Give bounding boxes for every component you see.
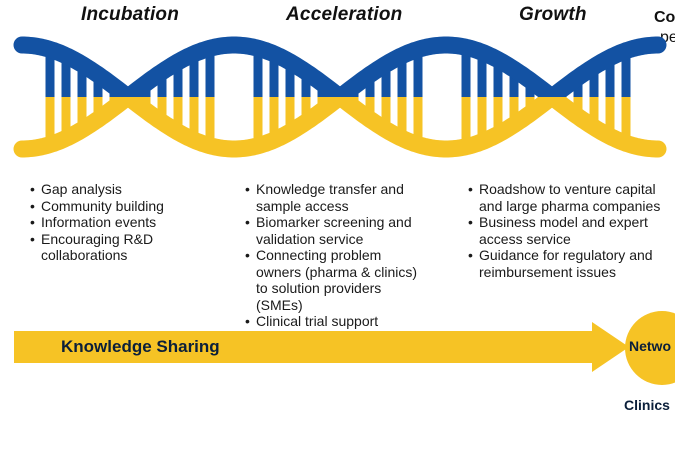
helix-rung-top xyxy=(157,71,167,97)
helix-rung-top xyxy=(45,49,55,97)
helix-rung-top xyxy=(381,64,391,97)
list-item: Knowledge transfer and sample access xyxy=(245,181,416,214)
list-item: Information events xyxy=(30,214,210,231)
list-item: Business model and expert access service xyxy=(468,214,654,247)
helix-rung-top xyxy=(205,48,215,97)
helix-rung-bottom xyxy=(589,97,599,128)
helix-rung-bottom xyxy=(157,97,167,123)
helix-rung-bottom xyxy=(365,97,375,120)
helix-rung-bottom xyxy=(285,97,295,133)
helix-rung-bottom xyxy=(413,97,423,145)
helix-rung-top xyxy=(365,74,375,97)
stage-title-growth: Growth xyxy=(519,4,587,25)
list-item: Clinical trial support xyxy=(245,313,425,330)
list-item: Community building xyxy=(30,198,210,215)
helix-rung-bottom xyxy=(61,97,71,139)
helix-rung-bottom xyxy=(397,97,407,139)
helix-rung-top xyxy=(461,47,471,97)
helix-rung-bottom xyxy=(205,97,215,146)
helix-rung-bottom xyxy=(189,97,199,141)
helix-rung-top xyxy=(621,50,631,97)
helix-rung-bottom xyxy=(77,97,87,130)
helix-rung-bottom xyxy=(93,97,103,120)
list-item: Encouraging R&D collaborations xyxy=(30,231,171,264)
growth-bullets: Roadshow to venture capital and large ph… xyxy=(468,181,673,280)
helix-strand-yellow xyxy=(13,36,667,158)
helix-rung-bottom xyxy=(269,97,279,141)
stage-title-acceleration: Acceleration xyxy=(286,4,403,25)
helix-rung-bottom xyxy=(461,97,471,147)
helix-rung-bottom xyxy=(509,97,519,125)
incubation-bullets: Gap analysis Community building Informat… xyxy=(30,181,210,264)
list-item: Connecting problem owners (pharma & clin… xyxy=(245,247,421,313)
helix-rung-top xyxy=(509,69,519,97)
helix-rung-top xyxy=(285,61,295,97)
list-item: Biomarker screening and validation servi… xyxy=(245,214,416,247)
helix-rung-top xyxy=(77,64,87,97)
helix-rung-top xyxy=(477,52,487,97)
helix-rung-top xyxy=(253,48,263,97)
helix-rung-top xyxy=(589,66,599,97)
cutoff-heading: Co xyxy=(654,9,675,26)
stage-title-incubation: Incubation xyxy=(81,4,180,25)
dna-helix xyxy=(13,36,667,158)
knowledge-sharing-arrow xyxy=(14,322,629,372)
helix-rung-top xyxy=(61,55,71,97)
helix-rung-top xyxy=(413,49,423,97)
helix-rung-bottom xyxy=(173,97,183,133)
helix-rung-bottom xyxy=(45,97,55,145)
helix-rung-top xyxy=(189,53,199,97)
helix-rung-top xyxy=(301,71,311,97)
helix-rung-bottom xyxy=(301,97,311,123)
helix-rung-bottom xyxy=(381,97,391,130)
helix-rung-bottom xyxy=(605,97,615,137)
helix-rung-top xyxy=(397,55,407,97)
knowledge-sharing-label: Knowledge Sharing xyxy=(61,337,220,356)
acceleration-bullets: Knowledge transfer and sample access Bio… xyxy=(245,181,425,330)
helix-rung-bottom xyxy=(477,97,487,142)
helix-rung-bottom xyxy=(493,97,503,135)
list-item: Guidance for regulatory and reimbursemen… xyxy=(468,247,674,280)
clinics-label: Clinics xyxy=(624,397,670,413)
list-item: Roadshow to venture capital and large ph… xyxy=(468,181,675,214)
list-item: Gap analysis xyxy=(30,181,210,198)
helix-rung-top xyxy=(605,57,615,97)
helix-rung-top xyxy=(93,74,103,97)
helix-rung-bottom xyxy=(253,97,263,146)
network-label: Netwo xyxy=(629,338,671,354)
helix-rung-top xyxy=(493,59,503,97)
helix-rung-bottom xyxy=(621,97,631,144)
helix-rung-top xyxy=(269,53,279,97)
helix-rung-top xyxy=(173,61,183,97)
